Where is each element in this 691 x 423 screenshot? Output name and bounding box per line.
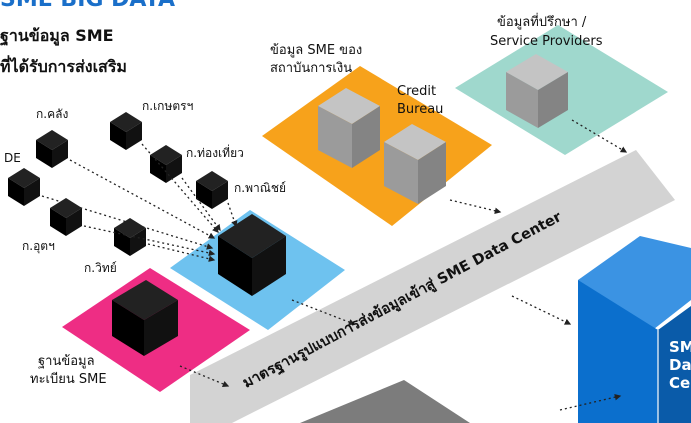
ministry-cube-science <box>114 218 146 256</box>
standard-band <box>190 150 675 423</box>
financial-cube <box>318 88 380 168</box>
label-ministry-tourism: ก.ท่องเที่ยว <box>186 144 244 160</box>
label-advisory-line-2: Service Providers <box>490 34 603 49</box>
credit-bureau-cube <box>384 124 446 204</box>
label-credit-line-1: Credit <box>397 84 436 99</box>
label-ministry-industry: ก.อุตฯ <box>22 239 55 254</box>
label-credit-line-2: Bureau <box>397 102 443 117</box>
label-financial-line-2: สถาบันการเงิน <box>270 61 352 76</box>
subtitle-line-1: ฐานข้อมูล SME <box>0 26 114 47</box>
label-ministry-science: ก.วิทย์ <box>84 261 117 275</box>
ministry-cube-tourism <box>150 145 182 183</box>
ministry-cube-industry <box>50 198 82 236</box>
ministry-cube-finance <box>36 130 68 168</box>
label-financial-line-1: ข้อมูล SME ของ <box>270 43 362 58</box>
sme-data-center-cube <box>578 236 691 423</box>
ministry-cube-de <box>8 168 40 206</box>
registration-cube <box>112 280 178 356</box>
label-advisory-line-1: ข้อมูลที่ปรึกษา / <box>497 13 587 30</box>
label-registration-line-2: ทะเบียน SME <box>30 371 107 387</box>
label-ministry-de: DE <box>4 151 21 165</box>
label-registration-line-1: ฐานข้อมูล <box>38 354 95 369</box>
ministry-cube-commerce <box>196 171 228 209</box>
flow-arrows <box>41 119 628 411</box>
advisory-cube <box>506 54 568 128</box>
label-ministry-commerce: ก.พาณิชย์ <box>234 181 286 195</box>
bottom-gray-block <box>300 380 470 423</box>
label-ministry-finance: ก.คลัง <box>36 107 68 121</box>
ministry-cube-agriculture <box>110 112 142 150</box>
data-center-label-line-1: SME <box>669 338 691 356</box>
subtitle-line-2: ที่ได้รับการส่งเสริม <box>0 55 127 76</box>
label-ministry-agriculture: ก.เกษตรฯ <box>142 99 193 113</box>
data-center-label-line-3: Center <box>669 374 691 392</box>
data-center-label-line-2: Data <box>669 356 691 374</box>
main-title: SME BIG DATA <box>0 0 175 12</box>
